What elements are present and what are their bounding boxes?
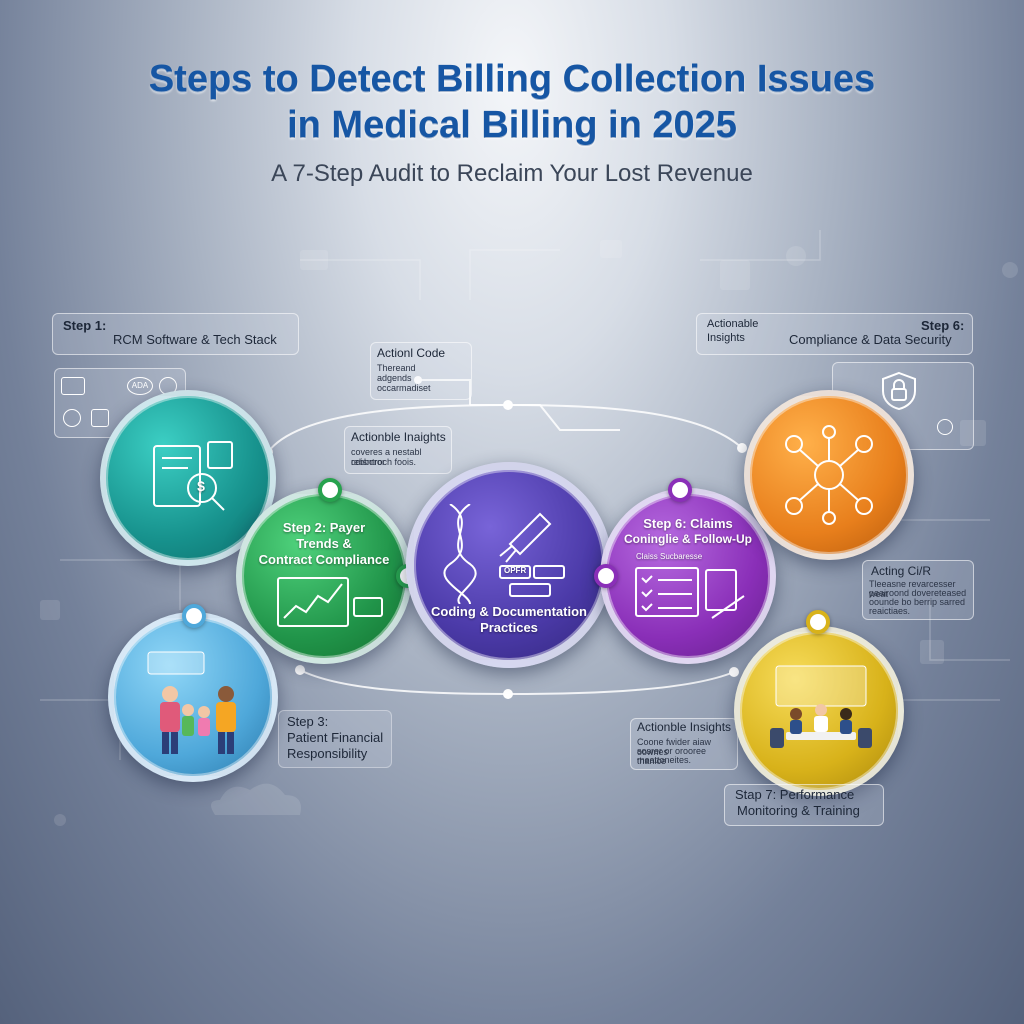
page-title-line2: in Medical Billing in 2025 xyxy=(287,104,737,146)
step3-label-line2: Responsibility xyxy=(287,746,368,761)
acting-title: Acting Ci/R xyxy=(871,564,932,578)
step7-node xyxy=(806,610,830,634)
acting-line2: peairoond dovereteased xyxy=(869,588,967,598)
ada-icon: ADA xyxy=(127,377,153,395)
step3-node xyxy=(182,604,206,628)
monitor-icon xyxy=(61,377,85,395)
step6-side-label: Actionable xyxy=(707,318,759,330)
step2-title-line3: Contract Compliance xyxy=(258,552,390,567)
step2-title-line2: Trends & xyxy=(296,536,352,551)
opfr-tag: OPFR xyxy=(504,566,527,575)
acting-line3: oounde bo berrip sarred xyxy=(869,597,966,607)
insights-bottom-title: Actionble Insights xyxy=(637,720,732,734)
acting-line1: Tleeasne revarcesser weat xyxy=(869,579,956,600)
insights-top-title: Actionble Inaights xyxy=(351,430,446,444)
security-network-icon xyxy=(785,425,873,525)
insights-bottom-line2: sosrer or orooree thanice xyxy=(637,746,707,767)
acting-line4: reaictiaes. xyxy=(869,606,911,616)
step1-number: Step 1: xyxy=(63,318,107,333)
step6-label: Compliance & Data Security xyxy=(789,332,952,347)
shield-lock-icon xyxy=(882,371,916,411)
action-code-callout: Actionl Code Thereand adgends occarmadis… xyxy=(370,342,472,400)
step6-side-label2: Insights xyxy=(707,332,745,344)
network-icon xyxy=(63,409,81,427)
dollar-symbol: $ xyxy=(197,478,205,494)
step6-number: Step 6: xyxy=(921,318,965,333)
center-circle[interactable]: OPFR Coding & Documentation Practices xyxy=(406,462,612,668)
trend-chart-icon xyxy=(277,577,383,627)
center-title-line1: Coding & Documentation xyxy=(431,604,587,619)
step1-label-panel: Step 1: RCM Software & Tech Stack xyxy=(52,313,299,355)
insights-top-callout: Actionble Inaights coveres a nestabl reb… xyxy=(344,426,452,474)
step5-node xyxy=(668,478,692,502)
step3-label-line1: Patient Financial xyxy=(287,730,384,745)
chip-icon xyxy=(91,409,109,427)
invoice-search-icon xyxy=(153,441,233,511)
page-subtitle: A 7-Step Audit to Reclaim Your Lost Reve… xyxy=(271,160,753,187)
step5-circle[interactable]: Step 6: Claims Coninglie & Follow-Up Cla… xyxy=(600,488,776,664)
step7-label-panel: Stap 7: Performance Monitoring & Trainin… xyxy=(724,784,884,826)
insights-bottom-callout: Actionble Insights Coone fwider aiaw oow… xyxy=(630,718,738,770)
step2-circle[interactable]: Step 2: Payer Trends & Contract Complian… xyxy=(236,488,412,664)
gear-icon xyxy=(937,419,953,435)
step5-title-line2: Coninglie & Follow-Up xyxy=(624,532,752,546)
step5-title-line1: Step 6: Claims xyxy=(643,516,733,531)
step7-circle[interactable] xyxy=(734,626,904,796)
acting-callout: Acting Ci/R Tleeasne revarcesser weat pe… xyxy=(862,560,974,620)
team-meeting-icon xyxy=(770,665,872,748)
step5-connector-node xyxy=(594,564,618,588)
center-title-line2: Practices xyxy=(480,620,538,635)
insights-bottom-line1: Coone fwider aiaw oownes xyxy=(637,737,712,758)
step6-circle[interactable] xyxy=(744,390,914,560)
dna-rocket-icon xyxy=(443,504,565,604)
step3-number: Step 3: xyxy=(287,714,329,729)
step2-title-line1: Step 2: Payer xyxy=(282,520,366,535)
step1-label: RCM Software & Tech Stack xyxy=(113,332,277,347)
step2-node xyxy=(318,478,342,502)
step7-title-line2: Monitoring & Training xyxy=(737,803,860,818)
claims-sub-label: Claiss Sucbaresse xyxy=(636,552,703,561)
action-code-line2: adgends xyxy=(377,373,412,383)
family-icon xyxy=(147,651,236,754)
page-title-line1: Steps to Detect Billing Collection Issue… xyxy=(148,58,876,100)
step3-circle[interactable] xyxy=(108,612,278,782)
step3-label-panel: Step 3: Patient Financial Responsibility xyxy=(278,710,392,768)
checklist-icon xyxy=(635,567,745,619)
action-code-line1: Thereand xyxy=(377,363,416,373)
action-code-title: Actionl Code xyxy=(377,346,446,360)
insights-top-line1: coveres a nestabl rebboror xyxy=(351,447,422,468)
step7-title-line1: Stap 7: Performance xyxy=(735,787,855,802)
step6-label-panel: Actionable Insights Step 6: Compliance &… xyxy=(696,313,973,355)
action-code-line3: occarmadiset xyxy=(377,383,431,393)
insights-bottom-line3: meattoneites. xyxy=(637,755,692,765)
insights-top-line2: coisntroch foois. xyxy=(351,457,417,467)
